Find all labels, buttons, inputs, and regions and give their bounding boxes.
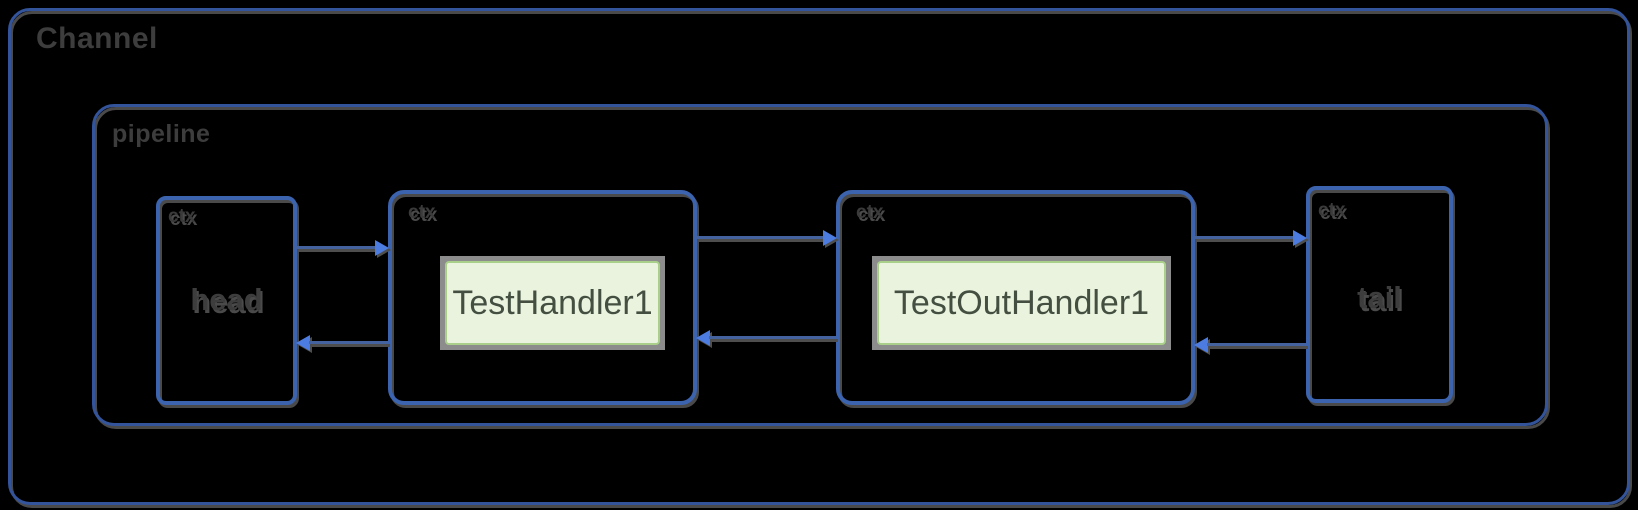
pipeline-label: pipeline [112, 120, 211, 148]
arrowhead-right-icon [375, 240, 389, 256]
channel-box [8, 8, 1630, 505]
arrow-line [1194, 236, 1294, 239]
arrow-line [296, 246, 376, 249]
handler2-box: TestOutHandler1 [872, 256, 1171, 350]
head-title: head [190, 282, 263, 317]
pipeline-box [92, 104, 1548, 426]
arrow-line [709, 336, 836, 339]
arrowhead-left-icon [1194, 337, 1208, 353]
arrow-line [696, 236, 824, 239]
handler1-name: TestHandler1 [445, 261, 660, 345]
tail-node: ctx tail [1306, 186, 1453, 403]
head-ctx-label: ctx [168, 206, 196, 227]
arrow-line [309, 341, 388, 344]
channel-label: Channel [36, 22, 158, 55]
handler2-ctx-node: ctx [836, 190, 1195, 405]
head-node: ctx head [156, 196, 297, 405]
arrow-line [1207, 343, 1306, 346]
arrowhead-right-icon [1293, 230, 1307, 246]
arrowhead-right-icon [823, 230, 837, 246]
tail-ctx-label: ctx [1318, 200, 1346, 221]
handler1-ctx-label: ctx [408, 202, 436, 223]
handler1-box: TestHandler1 [440, 256, 665, 350]
arrowhead-left-icon [696, 330, 710, 346]
handler2-ctx-label: ctx [856, 202, 884, 223]
arrowhead-left-icon [296, 335, 310, 351]
handler1-ctx-node: ctx [388, 190, 697, 405]
handler2-name: TestOutHandler1 [877, 261, 1166, 345]
tail-title: tail [1357, 280, 1402, 315]
